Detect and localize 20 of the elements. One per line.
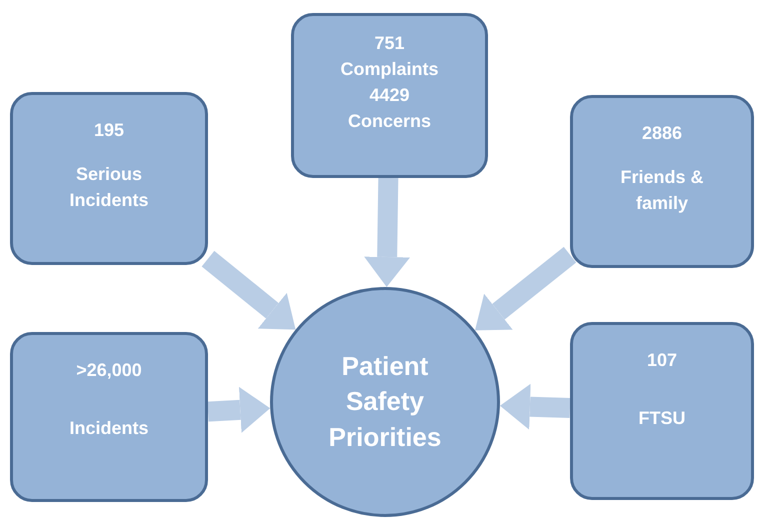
- node-text: 2886: [642, 122, 682, 145]
- node-text: 4429 Concerns: [346, 84, 432, 134]
- block-arrow: [202, 250, 296, 330]
- node-text: FTSU: [638, 407, 686, 430]
- rounded-box: [10, 332, 208, 502]
- node-text: Serious Incidents: [68, 163, 150, 212]
- node-text: 751 Complaints: [339, 32, 440, 82]
- rounded-box: [570, 322, 754, 500]
- node-text: Incidents: [69, 417, 148, 440]
- rounded-box: [570, 95, 754, 268]
- node-text: 107: [646, 349, 678, 372]
- block-arrow: [207, 386, 270, 433]
- node-text: >26,000: [76, 359, 142, 382]
- block-arrow: [364, 178, 410, 287]
- node-text: Friends & family: [619, 166, 704, 216]
- node-text: 195: [94, 119, 124, 142]
- node-text: Patient Safety Priorities: [328, 350, 442, 454]
- block-arrow: [474, 246, 576, 330]
- rounded-box: [10, 92, 208, 265]
- rounded-box: [291, 13, 488, 178]
